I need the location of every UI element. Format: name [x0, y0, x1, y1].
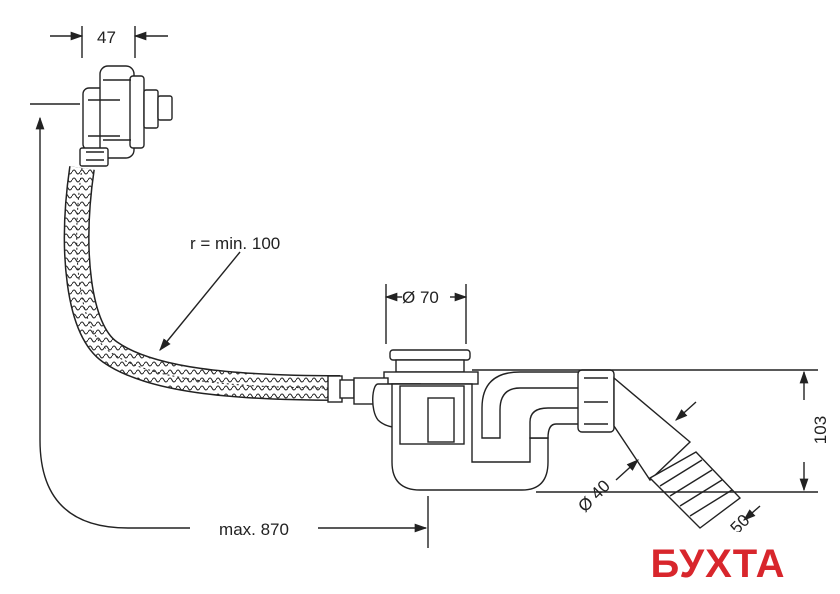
dimension-trap-height	[472, 369, 818, 493]
watermark-backdrop	[660, 532, 780, 584]
dimension-overflow-width	[50, 26, 168, 58]
waste-trap	[353, 349, 742, 529]
corrugated-hose	[63, 166, 355, 403]
waste-diameter-label: Ø 70	[402, 288, 439, 307]
trap-height-label: 103	[811, 416, 830, 444]
outlet-arrow-lower	[615, 459, 639, 481]
radius-leader	[159, 251, 241, 351]
watermark-logo: БУХТА	[650, 542, 785, 586]
bend-radius-label: r = min. 100	[190, 234, 280, 253]
overflow-width-label: 47	[97, 28, 116, 47]
outlet-diameter-label: Ø 40	[574, 476, 613, 515]
dimension-max-length	[30, 103, 429, 548]
dimension-waste-diameter	[384, 284, 468, 344]
outlet-arrow-upper	[675, 401, 697, 421]
outlet-arrow-bottom	[743, 505, 761, 521]
max-length-label: max. 870	[219, 520, 289, 539]
overflow-head	[79, 65, 173, 167]
